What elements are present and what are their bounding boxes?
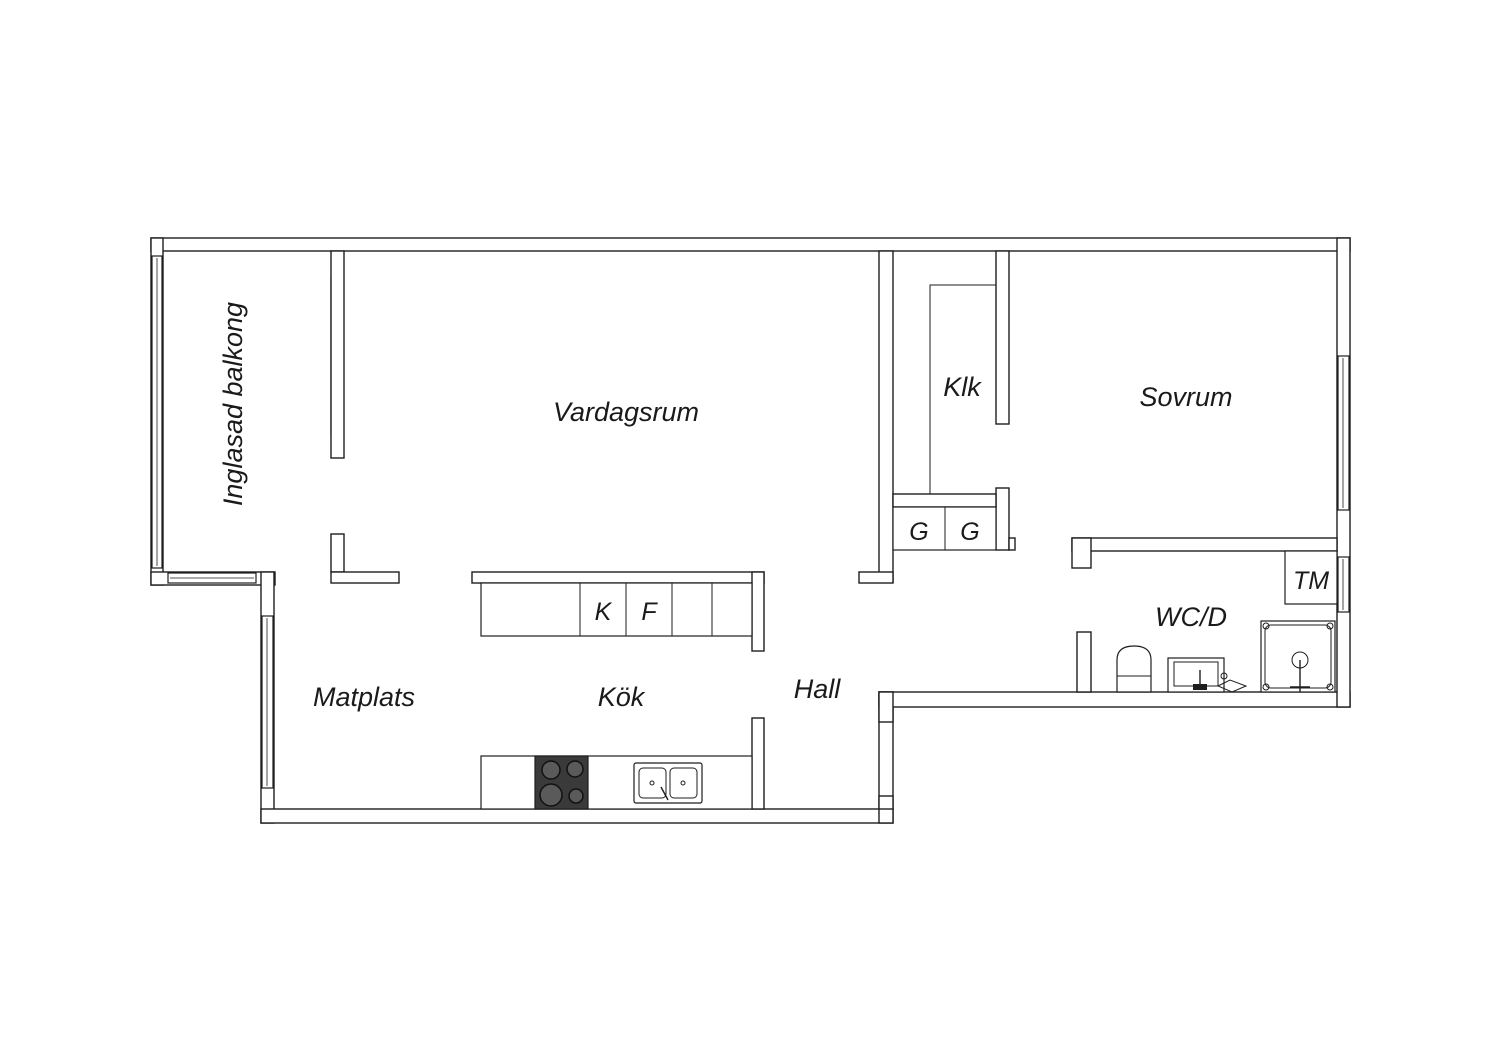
room-label-bathroom: WC/D (1155, 602, 1227, 632)
fridge-label: K (595, 598, 613, 626)
room-label-bedroom: Sovrum (1139, 382, 1232, 412)
stove-icon (534, 755, 589, 810)
room-label-kitchen: Kök (598, 682, 646, 712)
wardrobe-label-2: G (960, 518, 979, 546)
room-label-hall: Hall (794, 674, 842, 704)
room-label-dining: Matplats (313, 682, 415, 712)
shower-icon (1260, 620, 1336, 693)
wardrobe-label-1: G (909, 518, 928, 546)
fixture-labels: K F G G TM (595, 518, 1330, 626)
fixtures (480, 284, 1338, 810)
washing-machine-label: TM (1293, 567, 1329, 595)
kitchen-sink-icon (633, 762, 703, 804)
toilet-icon (1116, 645, 1152, 693)
room-labels: Inglasad balkong Vardagsrum Klk Sovrum M… (218, 302, 1233, 712)
freezer-label: F (641, 598, 658, 626)
bathroom-sink-icon (1167, 657, 1248, 693)
room-label-living: Vardagsrum (553, 397, 699, 427)
interior-walls (330, 250, 1338, 810)
room-label-balcony: Inglasad balkong (218, 302, 248, 506)
room-label-closet: Klk (943, 372, 982, 402)
